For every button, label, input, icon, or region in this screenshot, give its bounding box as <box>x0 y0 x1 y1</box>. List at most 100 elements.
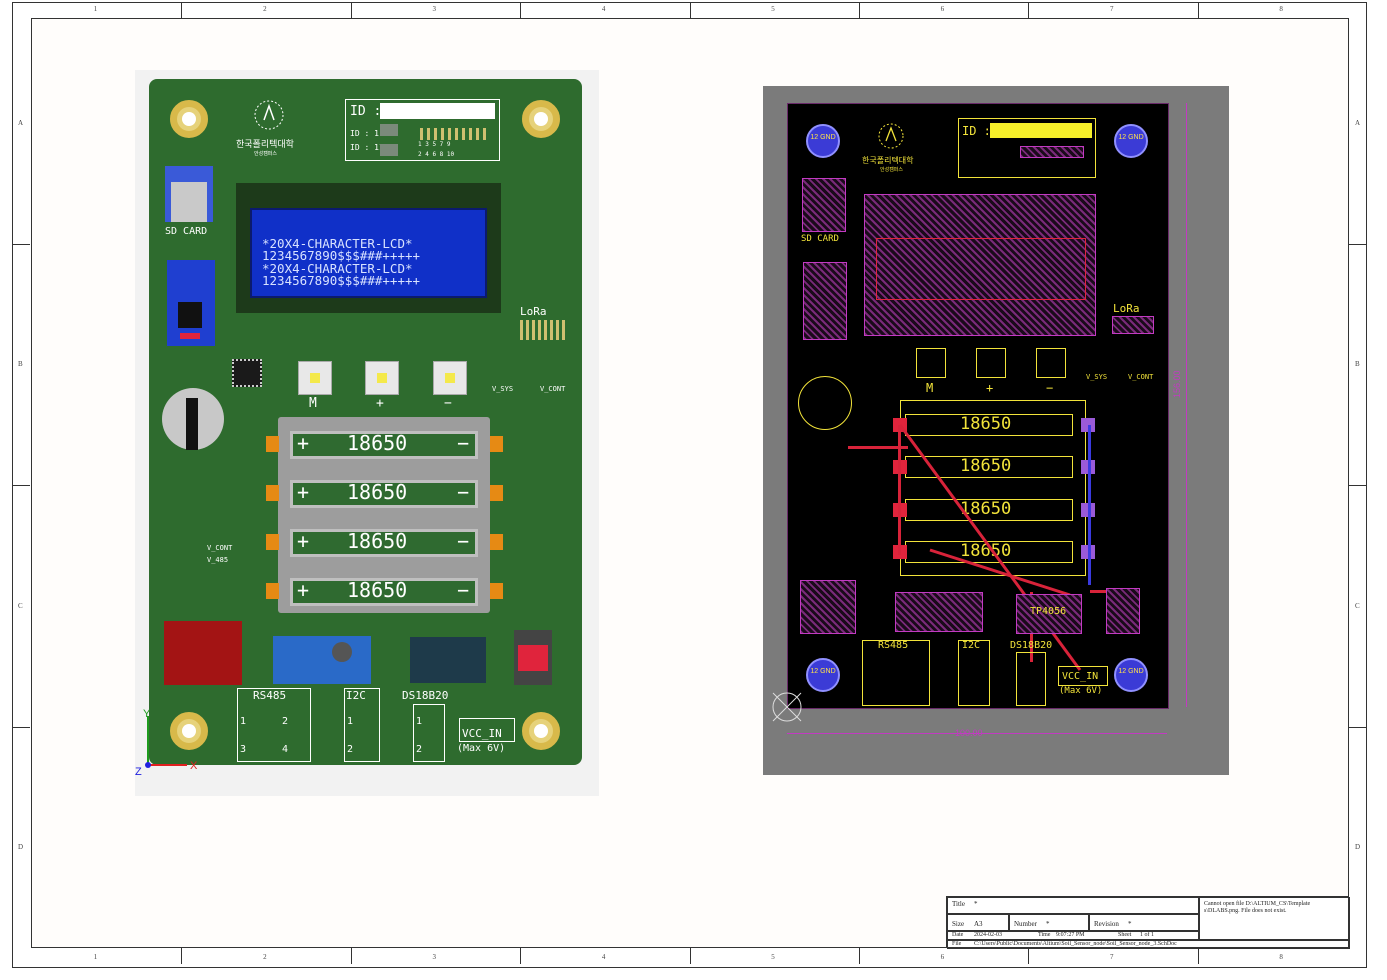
i2c-label: I2C <box>346 689 366 702</box>
zone-row-label: A <box>18 118 24 127</box>
tb-number-value: * <box>1046 920 1050 928</box>
layout-logo-text: 한국폴리텍대학 <box>862 156 914 165</box>
layout-i2c-box <box>958 640 990 706</box>
battery-clip <box>490 436 503 452</box>
layout-coin-cell <box>798 376 852 430</box>
id-pins-bottom: 2 4 6 8 10 <box>418 151 455 158</box>
layout-i2c-label: I2C <box>962 640 981 651</box>
pin-2: 2 <box>416 744 423 755</box>
layout-vcc-in-box <box>1058 666 1108 686</box>
mounting-hole <box>522 712 560 750</box>
max-6v-label: (Max 6V) <box>457 743 506 754</box>
zone-tick <box>12 485 30 486</box>
layout-id-header <box>1020 146 1084 158</box>
tb-size-label: Size <box>952 920 965 928</box>
layout-rs485-label: RS485 <box>878 640 909 651</box>
converter-module <box>273 636 371 684</box>
zone-row-label: D <box>18 843 24 852</box>
layout-mounting-hole: 12 GND <box>806 658 840 692</box>
layout-mcu-module <box>803 262 847 340</box>
logo-icon <box>254 100 284 130</box>
ic-chip <box>232 359 262 387</box>
tb-title-cell: Title * <box>947 897 1199 914</box>
zone-tick <box>1028 2 1030 18</box>
axis-x-label: X <box>190 760 198 772</box>
tb-file-value: C:\Users\Public\Documents\Altium\Soil_Se… <box>974 941 1177 947</box>
button-minus[interactable] <box>433 361 467 395</box>
zone-row-label: A <box>1355 118 1361 127</box>
battery-clip <box>490 583 503 599</box>
button-plus[interactable] <box>365 361 399 395</box>
origin-marker-icon <box>772 692 802 722</box>
zone-tick <box>1349 485 1367 486</box>
layout-cell-label-3: 18650 <box>960 499 1012 519</box>
tb-date-label: Date <box>952 932 964 938</box>
v-sys-label: V_SYS <box>492 385 514 393</box>
button-m[interactable] <box>298 361 332 395</box>
button-m-label: M <box>309 396 317 411</box>
battery-cell-2 <box>290 480 478 508</box>
tb-size-cell: Size A3 <box>947 914 1009 931</box>
pin-3: 3 <box>240 744 247 755</box>
tb-size-value: A3 <box>974 920 983 928</box>
layout-id-box <box>958 118 1096 178</box>
tb-revision-label: Revision <box>1094 920 1119 928</box>
zone-tick <box>1197 948 1199 964</box>
cell-minus: − <box>457 578 470 602</box>
pin-2: 2 <box>282 716 289 727</box>
tb-number-cell: Number * <box>1009 914 1089 931</box>
lora-header <box>520 320 568 340</box>
zone-column-label: 2 <box>263 5 267 13</box>
battery-clip <box>266 583 279 599</box>
zone-tick <box>1197 2 1199 18</box>
tb-sheet-value: 1 of 1 <box>1140 932 1154 938</box>
pin-1: 1 <box>347 716 354 727</box>
cell-label-2: 18650 <box>347 480 408 504</box>
zone-tick <box>858 2 860 18</box>
pin-header <box>420 128 488 140</box>
layout-rs485-box <box>862 640 930 706</box>
layout-id-label: ID : <box>962 124 991 138</box>
id1-label: ID : 1 <box>350 129 379 138</box>
vcc-in-label: VCC_IN <box>462 727 502 740</box>
zone-tick <box>350 2 352 18</box>
cell-plus: + <box>297 431 310 455</box>
mcu-chip <box>178 302 202 328</box>
axis-indicator-icon <box>145 716 187 768</box>
cell-plus: + <box>297 578 310 602</box>
tb-file-cell: File C:\Users\Public\Documents\Altium\So… <box>947 940 1350 949</box>
layout-switch <box>1106 588 1140 634</box>
layout-sd-card <box>802 178 846 232</box>
layout-tp4056-label: TP4056 <box>1030 606 1067 617</box>
title-block: Title * Size A3 Number * Revision * Date… <box>946 896 1350 949</box>
v-485-label: V_485 <box>207 556 229 564</box>
battery-cell-3 <box>290 529 478 557</box>
lcd-line-1: *20X4-CHARACTER-LCD* <box>262 236 413 251</box>
zone-row-label: D <box>1355 843 1361 852</box>
layout-cell-label-2: 18650 <box>960 456 1012 476</box>
dimension-line-width <box>787 733 1167 734</box>
zone-tick <box>12 726 30 728</box>
zone-column-label: 2 <box>263 953 267 961</box>
zone-row-label: C <box>18 601 23 610</box>
v-cont-label: V_CONT <box>540 385 566 393</box>
cell-minus: − <box>457 529 470 553</box>
potentiometer <box>332 642 352 662</box>
zone-column-label: 4 <box>601 953 606 961</box>
power-switch-rocker <box>518 645 548 671</box>
button-minus-label: − <box>444 396 452 411</box>
zone-tick <box>520 948 522 964</box>
cell-label-4: 18650 <box>347 578 408 602</box>
logo-text: 한국폴리텍대학 <box>236 140 294 150</box>
lcd-line-2: 1234567890$$$###+++++ <box>262 248 421 263</box>
cell-label-3: 18650 <box>347 529 408 553</box>
tb-title-label: Title <box>952 900 965 908</box>
zone-column-label: 4 <box>601 5 606 13</box>
layout-button-minus <box>1036 348 1066 378</box>
zone-column-label: 6 <box>940 953 945 961</box>
mounting-hole <box>170 100 208 138</box>
layout-lora-header <box>1112 316 1154 334</box>
layout-cell-label-4: 18650 <box>960 541 1012 561</box>
tb-time-label: Time <box>1038 932 1051 938</box>
battery-clip <box>266 534 279 550</box>
